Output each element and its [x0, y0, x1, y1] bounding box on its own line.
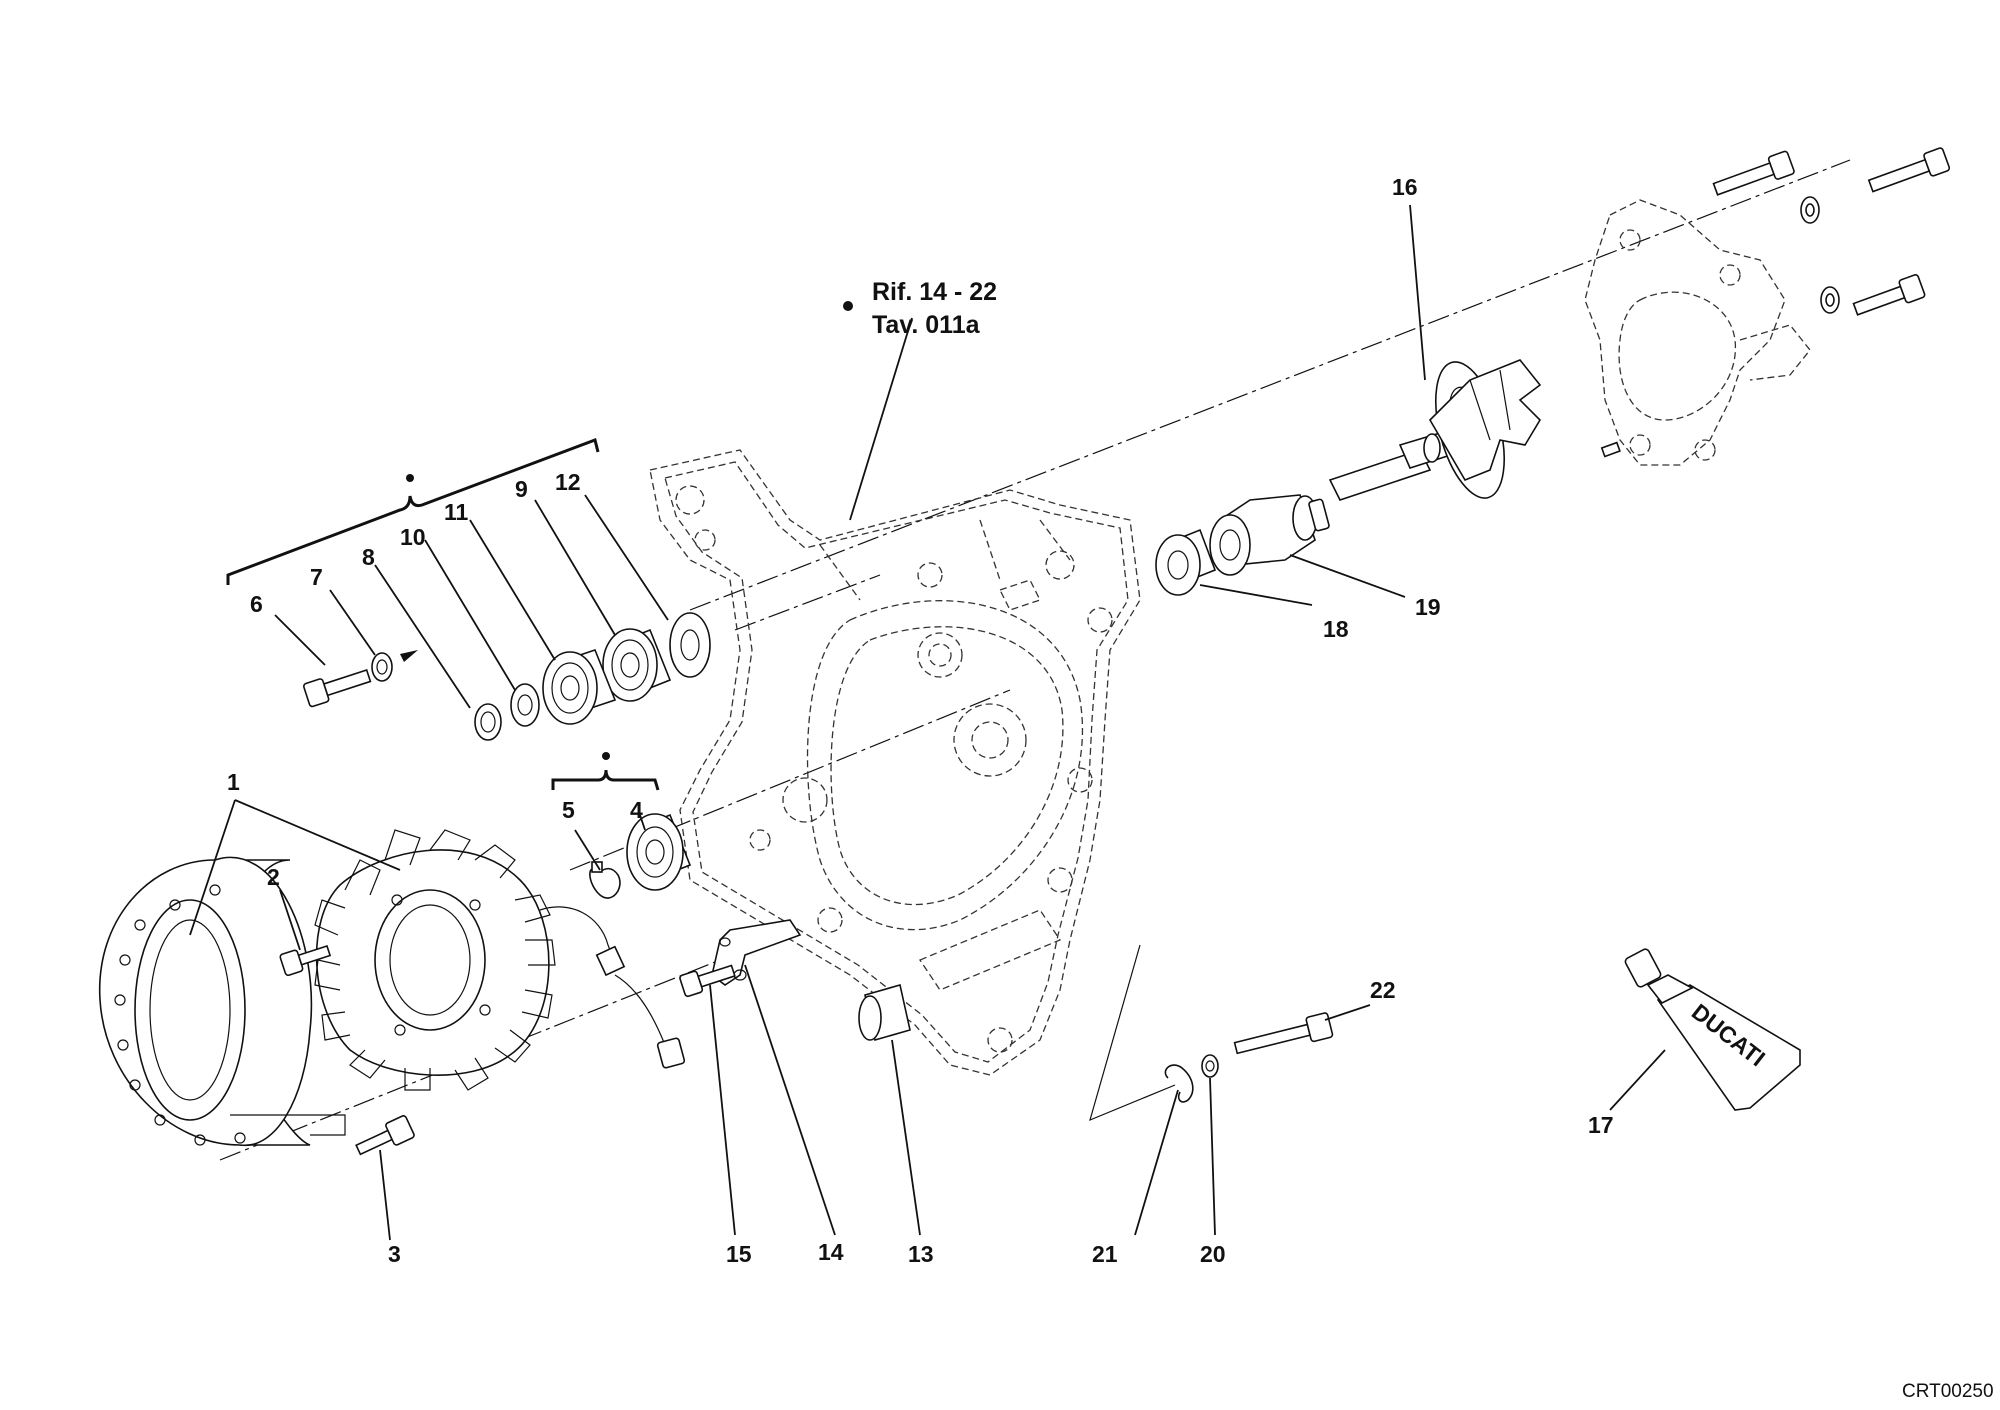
arrow-marker — [400, 650, 418, 662]
grease-tube-part-17: DUCATI — [1624, 948, 1801, 1111]
label-10: 10 — [400, 524, 426, 550]
label-12: 12 — [555, 469, 581, 495]
clip-part-21 — [1164, 1064, 1194, 1103]
label-20: 20 — [1200, 1241, 1226, 1267]
label-11: 11 — [444, 499, 469, 525]
crankcase-cover-outline — [649, 449, 1141, 1076]
label-16: 16 — [1392, 174, 1418, 200]
label-7: 7 — [310, 564, 323, 590]
impeller-shaft-part-16 — [1328, 359, 1542, 501]
shim-part-10 — [510, 683, 540, 727]
dowel-part-13 — [858, 983, 911, 1042]
screw-part-22 — [1233, 1012, 1334, 1055]
seal-part-12 — [669, 612, 711, 678]
bullet-reference — [843, 301, 853, 311]
washer-part-7 — [371, 652, 393, 682]
bearing-part-9 — [602, 628, 672, 702]
label-9: 9 — [515, 476, 528, 502]
circlip-part-8 — [474, 703, 502, 741]
label-14: 14 — [818, 1239, 844, 1265]
bullet-brace-4-5 — [602, 752, 610, 760]
screw-part-2 — [279, 944, 332, 977]
washer-part-20 — [1201, 1054, 1219, 1078]
cover-dashed-guide — [1089, 944, 1176, 1122]
bearing-part-11 — [542, 649, 617, 725]
screw-part-3 — [355, 1115, 415, 1156]
drawing-code: CRT00250 — [1902, 1381, 1994, 1402]
flywheel-rotor — [98, 856, 313, 1146]
ring-part-18 — [1155, 528, 1217, 596]
seal-part-19 — [1209, 494, 1330, 576]
label-19: 19 — [1415, 594, 1441, 620]
label-15: 15 — [726, 1241, 752, 1267]
pump-cover-screws — [1600, 147, 1951, 458]
part-number-labels: 1 2 3 4 5 6 7 8 9 10 11 12 13 14 15 16 1… — [227, 174, 1614, 1267]
bearing-part-4 — [626, 813, 692, 891]
label-17: 17 — [1588, 1112, 1614, 1138]
brace-parts-6-12 — [226, 438, 600, 585]
label-6: 6 — [250, 591, 263, 617]
reference-line-2: Tav. 011a — [872, 311, 981, 339]
label-8: 8 — [362, 544, 375, 570]
stator-part-1 — [314, 829, 686, 1091]
bullet-brace-6-12 — [406, 474, 414, 482]
brace-parts-4-5 — [551, 769, 660, 791]
label-4: 4 — [630, 797, 643, 823]
label-1: 1 — [227, 769, 240, 795]
screw-part-15 — [679, 964, 736, 998]
reference-line-1: Rif. 14 - 22 — [872, 278, 997, 306]
label-21: 21 — [1092, 1241, 1118, 1267]
label-13: 13 — [908, 1241, 934, 1267]
leader-lines — [189, 204, 1666, 1241]
label-18: 18 — [1323, 616, 1349, 642]
label-2: 2 — [267, 864, 280, 890]
circlip-part-5 — [589, 861, 621, 899]
label-3: 3 — [388, 1241, 401, 1267]
pump-cover-outline — [1584, 199, 1811, 466]
label-22: 22 — [1370, 977, 1396, 1003]
screw-part-6 — [302, 669, 372, 708]
label-5: 5 — [562, 797, 575, 823]
